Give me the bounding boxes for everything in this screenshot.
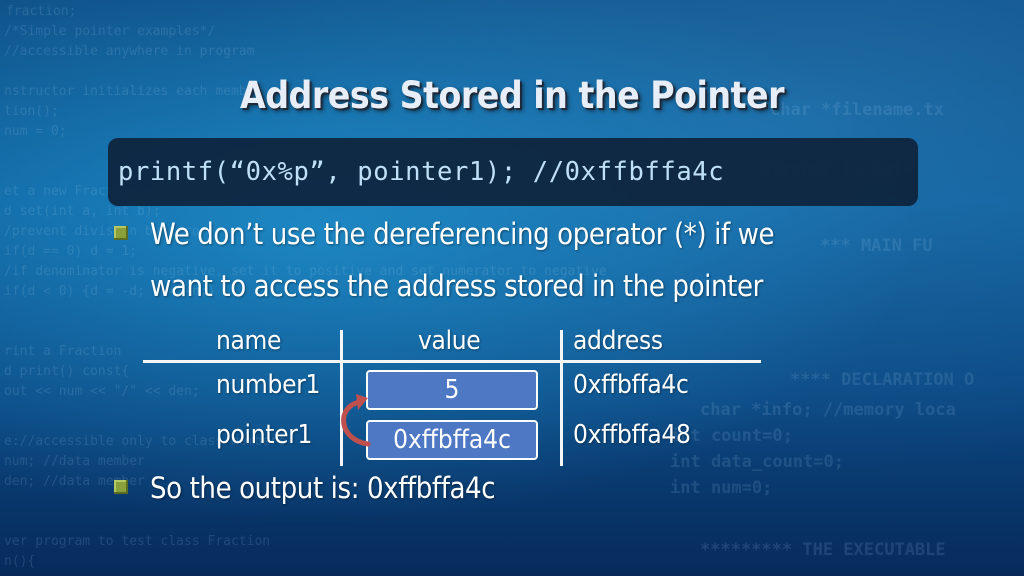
slide-title: Address Stored in the Pointer <box>239 74 785 117</box>
bullet-text-line-1: We don’t use the dereferencing operator … <box>150 217 775 251</box>
table-header-value: value <box>418 326 481 356</box>
table-row-2-value: 0xffbffa4c <box>393 425 511 455</box>
table-row-1-name: number1 <box>216 370 321 400</box>
bullet-marker <box>114 480 128 494</box>
table-row-1-value: 5 <box>444 375 460 405</box>
table-row-1-address: 0xffbffa4c <box>573 370 689 400</box>
code-snippet: printf(“0x%p”, pointer1); //0xffbffa4c <box>118 157 725 187</box>
table-header-divider <box>143 360 761 363</box>
table-column-divider-1 <box>340 330 343 466</box>
bullet-marker <box>114 226 128 240</box>
table-column-divider-2 <box>560 330 563 466</box>
table-header-address: address <box>573 326 663 356</box>
code-snippet-box: printf(“0x%p”, pointer1); //0xffbffa4c <box>108 138 918 206</box>
bullet-text-line-2: want to access the address stored in the… <box>150 269 763 303</box>
table-row-2-value-box: 0xffbffa4c <box>366 420 538 460</box>
table-row-2-address: 0xffbffa48 <box>573 420 691 450</box>
pointer-arrow-icon <box>341 394 371 447</box>
bullet-text-output: So the output is: 0xffbffa4c <box>150 471 496 505</box>
table-row-1-value-box: 5 <box>366 370 538 410</box>
table-row-2-name: pointer1 <box>216 420 313 450</box>
table-header-name: name <box>216 326 282 356</box>
